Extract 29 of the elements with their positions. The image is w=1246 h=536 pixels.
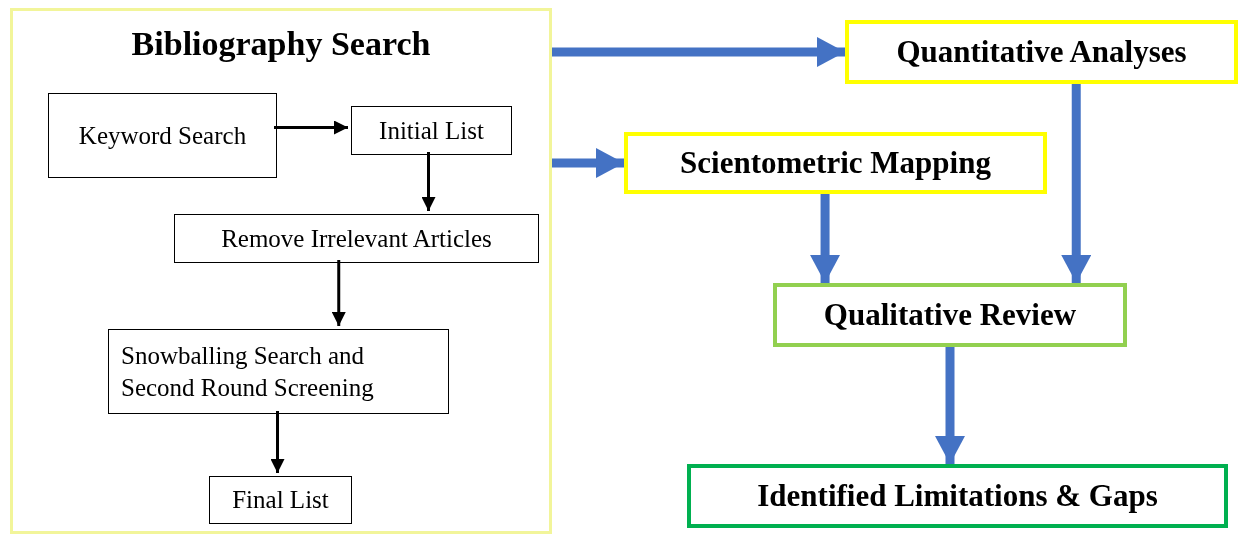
box-label: Initial List [379,115,484,146]
process-box [351,106,512,155]
process-box [687,464,1228,528]
process-box [48,93,277,178]
arrow [1061,84,1092,283]
process-box [624,132,1047,194]
process-box [845,20,1238,84]
box-label: Snowballing Search and Second Round Screening [120,341,375,403]
box-label: Quantitative Analyses [896,32,1187,71]
box-label: Scientometric Mapping [680,143,991,182]
box-label: Identified Limitations & Gaps [757,476,1158,515]
arrow [935,347,965,464]
arrow [552,148,624,178]
process-box [773,283,1127,347]
group-panel [10,8,552,534]
process-box [108,329,449,414]
arrow [810,194,841,283]
box-label: Keyword Search [77,120,248,151]
process-box [174,214,539,263]
box-label: Final List [232,485,329,516]
box-label: Qualitative Review [823,295,1077,334]
panel-title: Bibliography Search [131,24,431,64]
arrow [421,152,436,211]
arrow [331,260,346,326]
box-label: Remove Irrelevant Articles [221,223,492,254]
process-box [209,476,352,524]
arrow [552,37,845,67]
arrow [274,120,348,135]
arrow [270,411,285,473]
